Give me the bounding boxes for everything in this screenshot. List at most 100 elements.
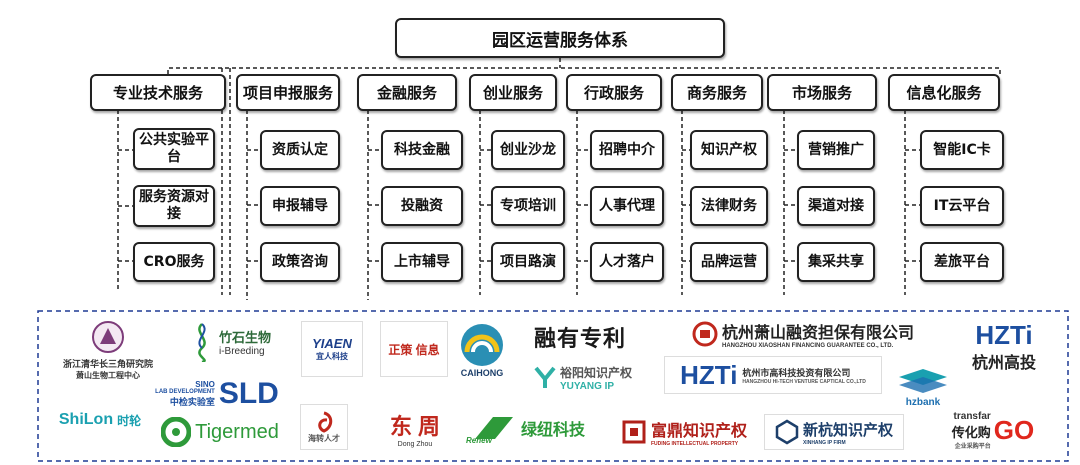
logo-go: transfar 传化购 企业采购平台 GO (930, 408, 1056, 452)
diagram-title: 园区运营服务体系 (395, 18, 725, 58)
zhengce-name: 正策 信息 (388, 342, 440, 357)
category-3: 创业服务 (469, 74, 557, 111)
hzbank-wave-icon (899, 368, 947, 393)
item-3-2: 项目路演 (491, 242, 565, 282)
logo-sld: SINO LAB DEVELOPMENT 中检实验室 SLD (148, 376, 286, 412)
yuyang-name: 裕阳知识产权 (559, 366, 632, 380)
item-3-1: 专项培训 (491, 186, 565, 226)
logo-fuding: 富鼎知识产权 FUDING INTELLECTUAL PROPERTY (614, 414, 754, 450)
haizhuan-swirl-icon (318, 411, 333, 433)
item-2-1: 投融资 (381, 186, 463, 226)
yiaen-sub: 宜人科技 (316, 352, 348, 361)
caihong-rainbow-icon (461, 324, 503, 366)
item-0-0: 公共实验平台 (133, 128, 215, 170)
item-7-0: 智能IC卡 (920, 130, 1004, 170)
logo-renew: 绿纽科技 Renew (460, 410, 598, 446)
tsinghua-line1: 浙江清华长三角研究院 (62, 358, 153, 369)
item-2-2: 上市辅导 (381, 242, 463, 282)
logo-tigermed: Tigermed (150, 414, 290, 450)
hzti-big-name: HZTi (975, 320, 1033, 350)
item-1-2: 政策咨询 (260, 242, 340, 282)
dongzhou-sub: Dong Zhou (397, 440, 433, 448)
fuding-sub: FUDING INTELLECTUAL PROPERTY (650, 441, 739, 447)
item-4-1: 人事代理 (590, 186, 664, 226)
category-7: 信息化服务 (888, 74, 1000, 111)
item-6-0: 营销推广 (797, 130, 875, 170)
item-4-0: 招聘中介 (590, 130, 664, 170)
item-6-2: 集采共享 (797, 242, 875, 282)
sld-sub1: SINO (195, 380, 215, 389)
logo-hzti-big: HZTi 杭州高投 (958, 318, 1050, 376)
fuding-emblem-icon (622, 420, 646, 444)
hzti-small-name: HZTi (680, 359, 738, 390)
hzti-big-sub: 杭州高投 (971, 355, 1036, 372)
logo-hzti-small: HZTi 杭州市高科技投资有限公司 HANGZHOU HI-TECH VENTU… (664, 356, 882, 394)
shilon-sub: 时轮 (117, 413, 142, 428)
item-7-1: IT云平台 (920, 186, 1004, 226)
category-5: 商务服务 (671, 74, 763, 111)
logo-rongyou: 融有专利 (515, 320, 645, 354)
logo-caihong: CAIHONG (454, 318, 510, 382)
go-sub2: 企业采购平台 (954, 443, 991, 450)
hzti-small-sub: 杭州市高科技投资有限公司 (742, 367, 851, 378)
item-0-2: CRO服务 (133, 242, 215, 282)
hzbank-name: hzbank (905, 396, 941, 408)
xinhang-sub: XINHANG IP FIRM (802, 439, 846, 446)
go-pre: transfar (953, 410, 991, 422)
logo-dongzhou: 东 周 Dong Zhou (374, 404, 456, 452)
logo-ibreeding: 竹石生物 i-Breeding (175, 316, 285, 368)
tigermed-name: Tigermed (195, 420, 279, 443)
tsinghua-emblem-icon (92, 320, 124, 353)
tigermed-emblem-icon (161, 417, 192, 447)
go-sub: 传化购 (951, 424, 991, 440)
ibreeding-name: 竹石生物 (218, 330, 271, 345)
item-7-2: 差旅平台 (920, 242, 1004, 282)
caihong-name: CAIHONG (460, 368, 504, 378)
tsinghua-line2: 萧山生物工程中心 (76, 370, 140, 380)
sld-name: SLD (218, 377, 279, 410)
item-5-2: 品牌运营 (690, 242, 768, 282)
renew-name: 绿纽科技 (520, 422, 585, 439)
sld-sub3: 中检实验室 (169, 397, 215, 407)
rongyou-name: 融有专利 (533, 326, 626, 351)
renew-leaf-icon (474, 417, 513, 439)
yuyang-sub: YUYANG IP (559, 381, 615, 392)
item-5-0: 知识产权 (690, 130, 768, 170)
category-0: 专业技术服务 (90, 74, 226, 111)
renew-sub: Renew (466, 436, 492, 445)
category-4: 行政服务 (566, 74, 662, 111)
logo-hzbank: hzbank (892, 362, 954, 412)
category-2: 金融服务 (357, 74, 457, 111)
logo-haizhuan: 海转人才 (300, 404, 348, 450)
item-2-0: 科技金融 (381, 130, 463, 170)
ibreeding-sub: i-Breeding (218, 346, 265, 357)
logo-xiaoshan: 杭州萧山融资担保有限公司 HANGZHOU XIAOSHAN FINANCING… (662, 317, 944, 351)
item-5-1: 法律财务 (690, 186, 768, 226)
category-1: 项目申报服务 (236, 74, 340, 111)
shilon-name: ShiLon (58, 411, 114, 428)
go-name: GO (993, 414, 1035, 445)
sld-sub2: LAB DEVELOPMENT (155, 389, 215, 395)
dna-icon (198, 323, 206, 362)
logo-shilon: ShiLon 时轮 (55, 402, 145, 438)
yuyang-y-icon (534, 366, 556, 388)
yiaen-name: YIAEN (312, 336, 352, 351)
category-6: 市场服务 (767, 74, 877, 111)
xiaoshan-emblem-icon (692, 321, 718, 347)
fuding-name: 富鼎知识产权 (650, 423, 747, 440)
item-6-1: 渠道对接 (797, 186, 875, 226)
item-1-0: 资质认定 (260, 130, 340, 170)
xinhang-emblem-icon (775, 419, 799, 445)
dongzhou-name: 东 周 (389, 413, 441, 439)
logo-tsinghua: 浙江清华长三角研究院 萧山生物工程中心 (48, 316, 168, 384)
item-4-2: 人才落户 (590, 242, 664, 282)
logo-yuyang: 裕阳知识产权 YUYANG IP (528, 362, 638, 394)
haizhuan-name: 海转人才 (308, 433, 340, 443)
logo-panel-border (37, 310, 1069, 462)
item-0-1: 服务资源对接 (133, 185, 215, 227)
logo-xinhang: 新杭知识产权 XINHANG IP FIRM (764, 414, 904, 450)
item-3-0: 创业沙龙 (491, 130, 565, 170)
logo-yiaen: YIAEN 宜人科技 (301, 321, 363, 377)
logo-zhengce: 正策 信息 (380, 321, 448, 377)
